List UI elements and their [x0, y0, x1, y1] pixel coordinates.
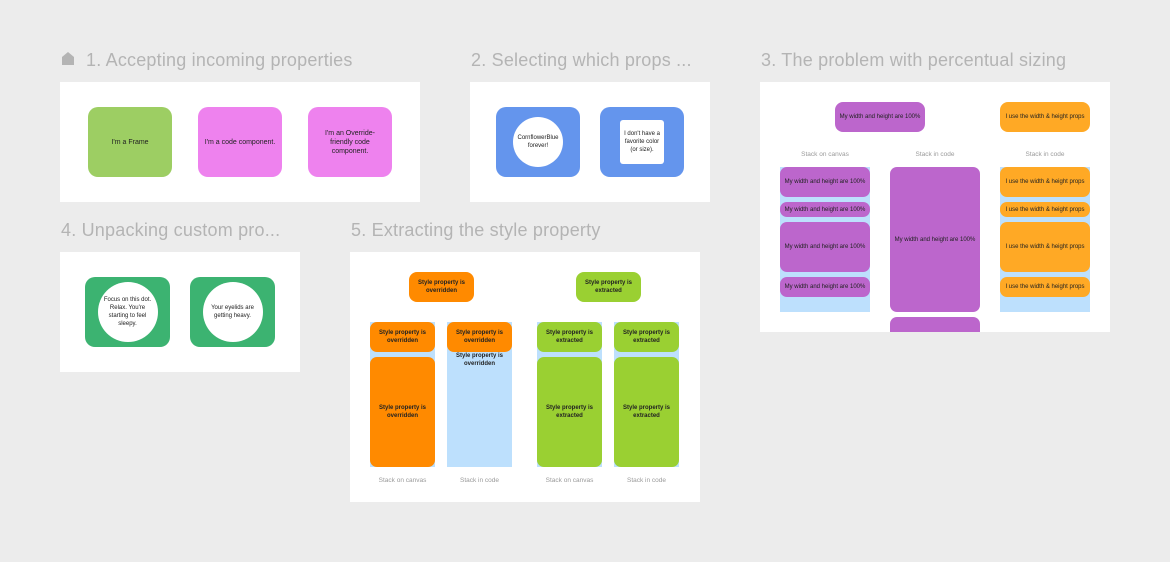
purple-item-label: My width and height are 100% — [784, 284, 866, 290]
caption-5-stack-canvas-2: Stack on canvas — [545, 477, 594, 484]
eyelids-circle: Your eyelids are getting heavy. — [202, 282, 263, 342]
purple-code-item-1[interactable]: My width and height are 100% — [890, 167, 980, 312]
orange-item-label: I use the width & height props — [1005, 179, 1085, 185]
extracted-item-label: Style property is extracted — [622, 405, 670, 419]
stack-canvas-extracted[interactable]: Style property is extracted Style proper… — [537, 322, 602, 467]
no-color-box: I don't have a favorite color (or size). — [620, 120, 664, 164]
orange-stack-item-1[interactable]: I use the width & height props — [1000, 167, 1090, 197]
purple-stack-item-3[interactable]: My width and height are 100% — [780, 222, 870, 272]
extracted-item-label: Style property is extracted — [622, 330, 670, 344]
orange-stack-item-3[interactable]: I use the width & height props — [1000, 222, 1090, 272]
orange-top-label: I use the width & height props — [1005, 114, 1085, 120]
cornflower-card[interactable]: CornflowerBlue forever! — [496, 107, 580, 177]
section-2-board[interactable]: CornflowerBlue forever! I don't have a f… — [470, 82, 710, 202]
home-icon — [61, 51, 75, 66]
focus-dot-card[interactable]: Focus on this dot. Relax. You're startin… — [85, 277, 170, 347]
no-color-card[interactable]: I don't have a favorite color (or size). — [600, 107, 684, 177]
section-5-board[interactable]: Style property is overridden Style prope… — [350, 252, 700, 502]
focus-dot-label: Focus on this dot. Relax. You're startin… — [103, 297, 152, 327]
extracted-top-label: Style property is extracted — [584, 280, 632, 294]
stack-canvas-overridden[interactable]: Style property is overridden Style prope… — [370, 322, 435, 467]
overridden-item-label: Style property is overridden — [455, 353, 503, 367]
extracted-code-item-2[interactable]: Style property is extracted — [614, 357, 679, 467]
section-2-title[interactable]: 2. Selecting which props ... — [471, 50, 692, 70]
caption-stack-canvas: Stack on canvas — [801, 151, 849, 158]
caption-5-stack-canvas-1: Stack on canvas — [378, 477, 427, 484]
frame-card-label: I'm a Frame — [111, 138, 149, 146]
extracted-item-label: Style property is extracted — [545, 405, 593, 419]
section-4-board[interactable]: Focus on this dot. Relax. You're startin… — [60, 252, 300, 372]
section-3-board[interactable]: My width and height are 100% I use the w… — [760, 82, 1110, 332]
extracted-item-2[interactable]: Style property is extracted — [537, 357, 602, 467]
overridden-item-label: Style property is overridden — [378, 330, 426, 344]
extracted-item-1[interactable]: Style property is extracted — [537, 322, 602, 352]
stack-code-orange[interactable]: I use the width & height props I use the… — [1000, 167, 1090, 312]
overridden-item-label: Style property is overridden — [378, 405, 426, 419]
extracted-top-card[interactable]: Style property is extracted — [576, 272, 641, 302]
orange-top-card[interactable]: I use the width & height props — [1000, 102, 1090, 132]
orange-item-label: I use the width & height props — [1005, 284, 1085, 290]
orange-item-label: I use the width & height props — [1005, 206, 1085, 213]
overridden-top-label: Style property is overridden — [417, 280, 465, 294]
caption-stack-code-1: Stack in code — [915, 151, 955, 158]
cornflower-label: CornflowerBlue forever! — [517, 135, 559, 149]
focus-dot-circle: Focus on this dot. Relax. You're startin… — [97, 282, 158, 342]
section-5-title[interactable]: 5. Extracting the style property — [351, 220, 601, 240]
code-component-label: I'm a code component. — [204, 138, 276, 146]
eyelids-card[interactable]: Your eyelids are getting heavy. — [190, 277, 275, 347]
stack-code-overridden[interactable]: Style property is overridden Style prope… — [447, 322, 512, 467]
purple-item-label: My width and height are 100% — [784, 206, 866, 213]
caption-stack-code-2: Stack in code — [1025, 151, 1065, 158]
purple-stack-item-2[interactable]: My width and height are 100% — [780, 202, 870, 217]
overridden-item-1[interactable]: Style property is overridden — [370, 322, 435, 352]
no-color-label: I don't have a favorite color (or size). — [624, 131, 660, 153]
stack-code-extracted[interactable]: Style property is extracted Style proper… — [614, 322, 679, 467]
purple-item-label: My width and height are 100% — [784, 244, 866, 250]
purple-code-item-2[interactable] — [890, 317, 980, 332]
orange-stack-item-2[interactable]: I use the width & height props — [1000, 202, 1090, 217]
overridden-code-item-1[interactable]: Style property is overridden — [447, 322, 512, 352]
stack-canvas-purple[interactable]: My width and height are 100% My width an… — [780, 167, 870, 312]
overridden-item-label: Style property is overridden — [455, 330, 503, 344]
purple-top-label: My width and height are 100% — [839, 114, 921, 120]
overridden-item-2[interactable]: Style property is overridden — [370, 357, 435, 467]
section-1-title[interactable]: 1. Accepting incoming properties — [86, 50, 353, 70]
purple-top-card[interactable]: My width and height are 100% — [835, 102, 925, 132]
caption-5-stack-code-2: Stack in code — [626, 477, 667, 484]
frame-card[interactable]: I'm a Frame — [88, 107, 172, 177]
purple-item-label: My width and height are 100% — [894, 236, 976, 243]
cornflower-circle: CornflowerBlue forever! — [513, 117, 563, 167]
orange-stack-item-4[interactable]: I use the width & height props — [1000, 277, 1090, 297]
orange-item-label: I use the width & height props — [1005, 244, 1085, 250]
extracted-item-label: Style property is extracted — [545, 330, 593, 344]
purple-stack-item-4[interactable]: My width and height are 100% — [780, 277, 870, 297]
extracted-code-item-1[interactable]: Style property is extracted — [614, 322, 679, 352]
overridden-code-item-2[interactable]: Style property is overridden — [447, 352, 512, 368]
purple-stack-item-1[interactable]: My width and height are 100% — [780, 167, 870, 197]
section-3-title[interactable]: 3. The problem with percentual sizing — [761, 50, 1067, 70]
caption-5-stack-code-1: Stack in code — [459, 477, 500, 484]
override-component-card[interactable]: I'm an Override-friendly code component. — [308, 107, 392, 177]
overridden-top-card[interactable]: Style property is overridden — [409, 272, 474, 302]
purple-item-label: My width and height are 100% — [784, 179, 866, 185]
section-1-board[interactable]: I'm a Frame I'm a code component. I'm an… — [60, 82, 420, 202]
override-component-label: I'm an Override-friendly code component. — [325, 129, 375, 155]
section-4-title[interactable]: 4. Unpacking custom pro... — [61, 220, 281, 240]
code-component-card[interactable]: I'm a code component. — [198, 107, 282, 177]
eyelids-label: Your eyelids are getting heavy. — [211, 305, 254, 319]
